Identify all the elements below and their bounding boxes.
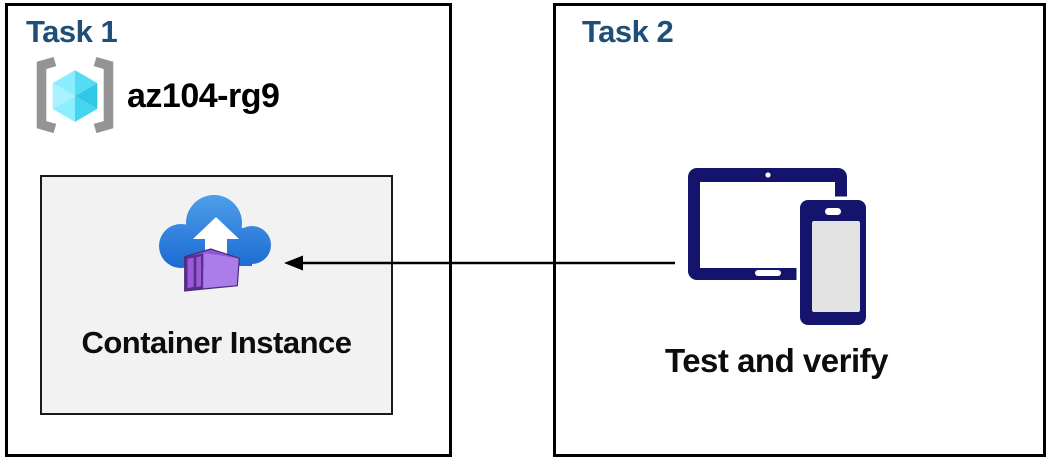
tablet-phone-icon (688, 168, 868, 325)
task2-title: Task 2 (582, 14, 674, 49)
container-instance-box: Container Instance (40, 175, 393, 415)
resource-group-icon (36, 56, 114, 134)
task1-title: Task 1 (26, 14, 118, 49)
container-instance-icon (159, 195, 271, 292)
upload-arrow-icon (193, 217, 239, 266)
test-verify-label: Test and verify (665, 342, 888, 379)
resource-group-row: az104-rg9 (31, 56, 280, 136)
task2-box: Task 2 Test and verify (553, 3, 1046, 457)
connector-arrow (284, 255, 675, 271)
container-instance-label: Container Instance (81, 325, 352, 360)
container-cube (184, 248, 240, 292)
phone-icon (796, 196, 868, 325)
resource-group-name: az104-rg9 (127, 76, 280, 115)
task1-box: Task 1 az104-rg9 (5, 3, 452, 457)
arrowhead-left (284, 255, 303, 271)
